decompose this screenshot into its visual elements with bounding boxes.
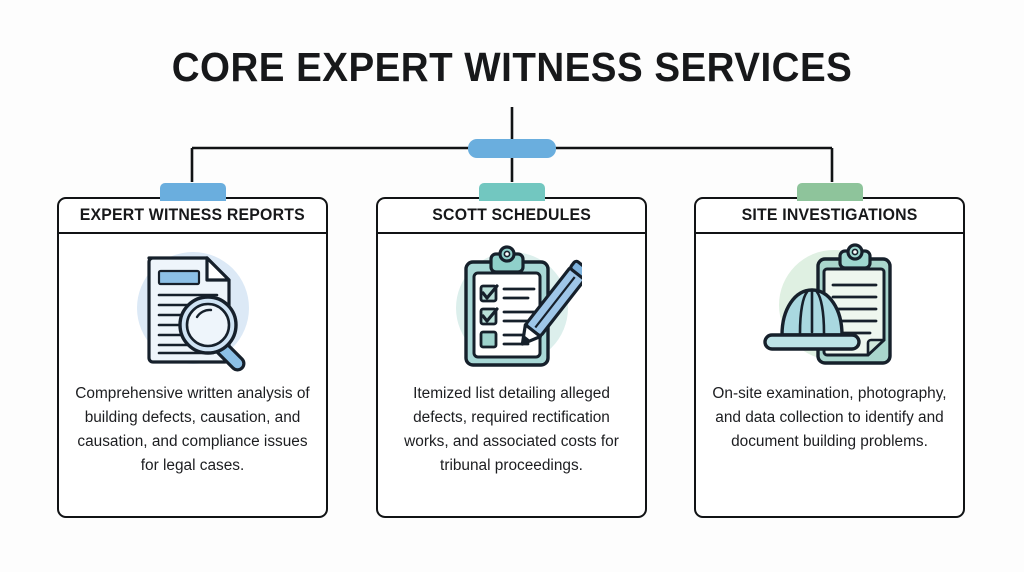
card-icon-clipboard-checklist-pencil-icon [378, 234, 645, 382]
connector-junction-pill [468, 139, 556, 158]
card-body-text: Itemized list detailing alleged defects,… [404, 385, 619, 474]
service-card-site-investigations[interactable]: SITE INVESTIGATIONS [694, 183, 965, 518]
service-card-expert-witness-reports[interactable]: EXPERT WITNESS REPORTS [57, 183, 328, 518]
card-icon-document-magnifier-icon [59, 234, 326, 382]
card-body-text: Comprehensive written analysis of buildi… [75, 385, 310, 474]
card-header-label: SCOTT SCHEDULES [432, 206, 591, 224]
card-header-label: EXPERT WITNESS REPORTS [79, 206, 306, 224]
card-header: SCOTT SCHEDULES [378, 199, 645, 234]
card-icon-hard-hat-clipboard-icon [696, 234, 963, 382]
page-title: CORE EXPERT WITNESS SERVICES [171, 44, 853, 90]
card-body-text: On-site examination, photography, and da… [712, 385, 947, 450]
service-card-scott-schedules[interactable]: SCOTT SCHEDULES [376, 183, 647, 518]
card-tab [478, 183, 545, 201]
card-header-label: SITE INVESTIGATIONS [741, 206, 918, 224]
card-header: EXPERT WITNESS REPORTS [59, 199, 326, 234]
card-header: SITE INVESTIGATIONS [696, 199, 963, 234]
card-tab [796, 183, 863, 201]
card-tab [159, 183, 226, 201]
